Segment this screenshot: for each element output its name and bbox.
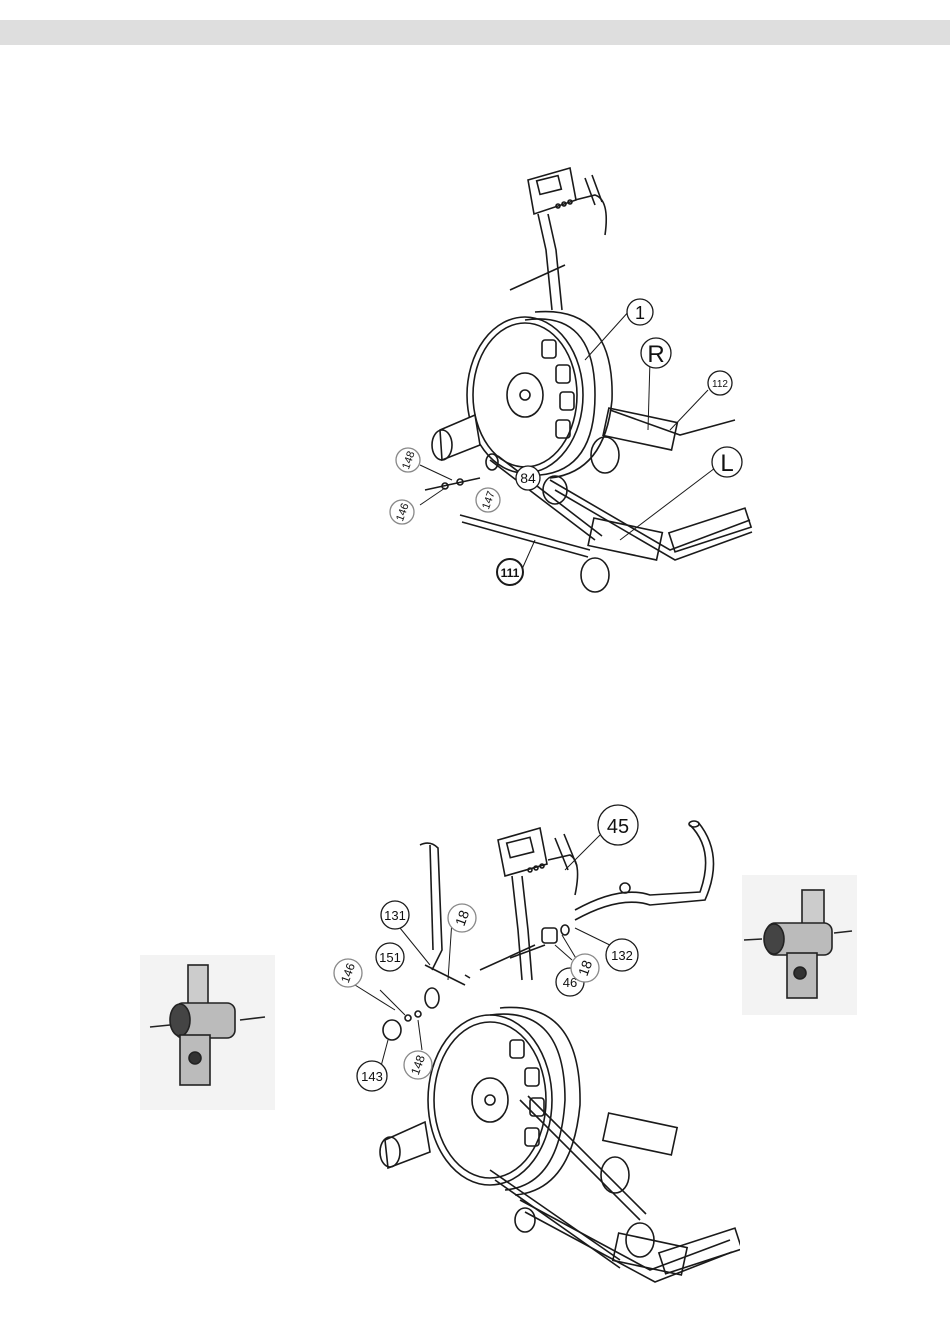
console-drawing-bottom — [480, 828, 578, 980]
callout-18a: 18 — [448, 904, 476, 932]
svg-text:111: 111 — [501, 566, 520, 580]
callout-84: 84 — [516, 466, 540, 490]
svg-text:143: 143 — [361, 1069, 383, 1084]
svg-text:84: 84 — [520, 470, 536, 486]
callout-147: 147 — [476, 488, 500, 512]
callout-R: R — [641, 338, 671, 368]
callout-L: L — [712, 447, 742, 477]
svg-text:151: 151 — [379, 950, 401, 965]
callout-45: 45 — [598, 805, 638, 845]
left-detail-photo — [140, 955, 275, 1110]
right-detail-photo — [742, 875, 857, 1015]
handlebar-right-drawing — [575, 821, 714, 920]
svg-text:1: 1 — [635, 303, 645, 323]
svg-text:45: 45 — [607, 816, 629, 838]
console-drawing — [510, 168, 606, 310]
figure-top-assembly: 1 R 112 L 148 84 147 146 111 — [380, 160, 780, 610]
callout-143: 143 — [357, 1061, 387, 1091]
header-band — [0, 20, 950, 45]
callout-111: 111 — [497, 559, 523, 585]
callout-148: 148 — [396, 448, 420, 472]
callout-131: 131 — [381, 901, 409, 929]
svg-text:132: 132 — [611, 948, 633, 963]
figure-bottom-assembly: 45 131 18 151 146 46 18 132 148 143 — [320, 800, 740, 1310]
svg-text:L: L — [720, 450, 733, 477]
callout-151: 151 — [376, 943, 404, 971]
callout-18b: 18 — [571, 954, 599, 982]
svg-text:112: 112 — [712, 379, 728, 390]
callout-132: 132 — [606, 939, 638, 971]
callout-146: 146 — [390, 500, 414, 524]
callout-146b: 146 — [334, 959, 362, 987]
callout-112: 112 — [708, 371, 732, 395]
flywheel-drawing-bottom — [428, 1007, 580, 1195]
callout-148b: 148 — [404, 1051, 432, 1079]
svg-text:R: R — [647, 341, 664, 368]
callout-1: 1 — [627, 299, 653, 325]
svg-text:131: 131 — [384, 908, 406, 923]
